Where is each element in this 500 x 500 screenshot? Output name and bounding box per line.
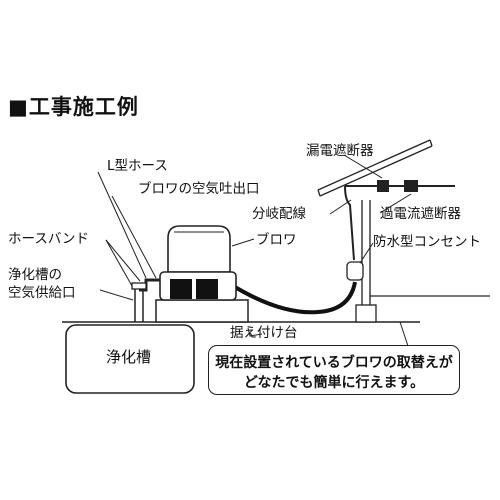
septic-tank bbox=[65, 324, 195, 394]
overcurrent-breaker bbox=[404, 180, 418, 192]
blower-body bbox=[167, 225, 231, 273]
label-blower: ブロワ bbox=[256, 232, 297, 248]
air-pipe bbox=[134, 284, 144, 322]
label-leakage-breaker: 漏電遮断器 bbox=[306, 143, 374, 159]
label-waterproof-outlet: 防水型コンセント bbox=[373, 234, 481, 250]
leakage-breaker bbox=[377, 180, 389, 192]
plug-box bbox=[355, 304, 377, 323]
branch-wire bbox=[344, 185, 355, 261]
roof bbox=[317, 139, 433, 197]
note-line-1: 現在設置されているブロワの取替えが bbox=[215, 355, 453, 371]
label-hose-band: ホースバンド bbox=[8, 231, 89, 247]
label-branch-wiring: 分岐配線 bbox=[252, 206, 306, 222]
label-septic-tank: 浄化槽 bbox=[106, 348, 152, 366]
label-base: 据え付け台 bbox=[230, 325, 298, 341]
label-tank-inlet-line1: 浄化槽の bbox=[8, 267, 62, 283]
note-callout: 現在設置されているブロワの取替えが どなたでも簡単に行えます。 bbox=[208, 345, 460, 395]
blower-base bbox=[155, 299, 249, 323]
power-cable bbox=[228, 281, 357, 315]
label-l-hose: L型ホース bbox=[107, 158, 168, 174]
label-overcurrent-breaker: 過電流遮断器 bbox=[380, 206, 461, 222]
hose-band bbox=[131, 282, 147, 290]
waterproof-outlet bbox=[346, 261, 364, 281]
label-blower-outlet: ブロワの空気吐出口 bbox=[138, 181, 260, 197]
note-line-2: どなたでも簡単に行えます。 bbox=[243, 375, 425, 391]
pole bbox=[361, 200, 371, 318]
label-tank-inlet-line2: 空気供給口 bbox=[8, 285, 76, 301]
page-title: ■工事施工例 bbox=[8, 95, 139, 119]
